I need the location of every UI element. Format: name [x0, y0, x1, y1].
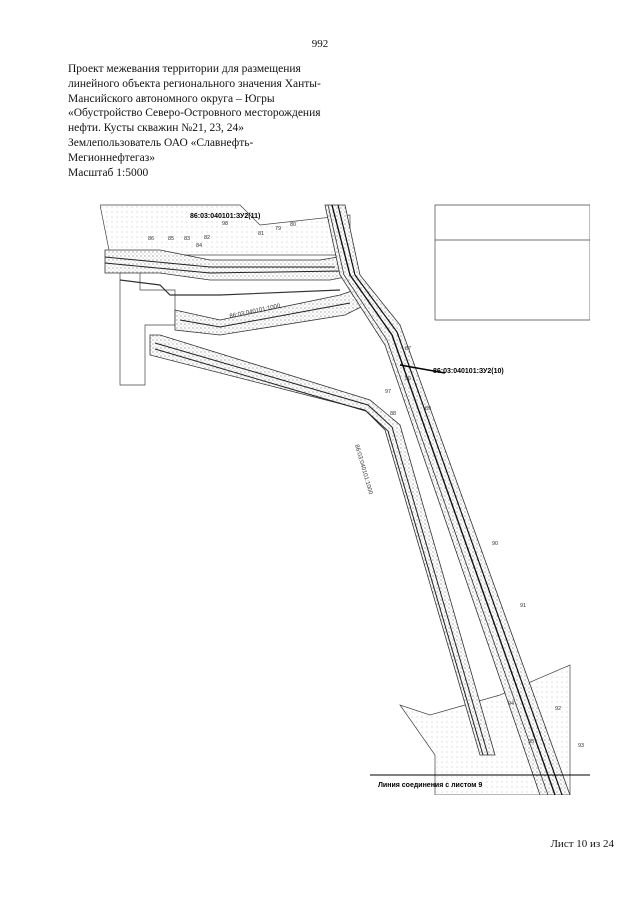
road-label-diagonal: 86:03:040101:1000: [353, 444, 373, 496]
point-label: 83: [184, 236, 190, 242]
scale-line: Масштаб 1:5000: [68, 166, 149, 179]
point-label: 85: [168, 236, 174, 242]
cadastral-map: 86:03:040101:ЗУ2(11) 86:03:040101:ЗУ2(10…: [100, 195, 590, 795]
parcel-label-right: 86:03:040101:ЗУ2(10): [433, 368, 504, 375]
middle-corridor: [174, 289, 366, 336]
page-number: 992: [311, 38, 329, 50]
header-line: нефти. Кусты скважин №21, 23, 24»: [68, 122, 244, 135]
header-line: Мегионнефтегаз»: [68, 151, 156, 164]
main-corridor: [324, 204, 571, 795]
header-line: линейного объекта регионального значения…: [68, 77, 321, 90]
point-label: 84: [196, 243, 202, 249]
point-label: 82: [204, 235, 210, 241]
parcel-leader-line: [399, 364, 446, 374]
point-label: 97: [385, 389, 391, 395]
header-line: Землепользователь ОАО «Славнефть-: [68, 136, 254, 149]
point-label: 88: [390, 411, 396, 417]
point-label: 80: [290, 222, 296, 228]
document-header: Проект межевания территории для размещен…: [68, 62, 358, 180]
point-label: 98: [222, 221, 228, 227]
point-label: 87: [405, 346, 411, 352]
parcel-outline-left: [119, 254, 176, 386]
map-drawing: 86:03:040101:ЗУ2(11) 86:03:040101:ЗУ2(10…: [100, 204, 590, 795]
sheet-number: Лист 10 из 24: [550, 838, 614, 850]
point-label: 94: [508, 701, 514, 707]
header-line: Проект межевания территории для размещен…: [68, 63, 301, 75]
diagonal-branch: [149, 334, 496, 756]
point-label: 91: [520, 603, 526, 609]
point-label: 81: [258, 231, 264, 237]
upper-corridor: [104, 249, 356, 296]
header-line: «Обустройство Северо-Островного месторож…: [68, 107, 321, 120]
point-label: 86: [148, 236, 154, 242]
point-label: 95: [528, 739, 534, 745]
parcel-outline: [434, 204, 590, 321]
point-label: 79: [275, 226, 281, 232]
point-label: 96: [405, 376, 411, 382]
parcel-label-top: 86:03:040101:ЗУ2(11): [190, 213, 260, 220]
point-label: 89: [425, 406, 431, 412]
point-label: 92: [555, 706, 561, 712]
header-line: Мансийского автономного округа – Югры: [68, 92, 275, 105]
connection-line-label: Линия соединения с листом 9: [378, 782, 482, 789]
point-labels: 86 85 83 82 84 81 79 80 87 88 89 90 91 9…: [148, 221, 584, 749]
point-label: 93: [578, 743, 584, 749]
point-label: 90: [492, 541, 498, 547]
